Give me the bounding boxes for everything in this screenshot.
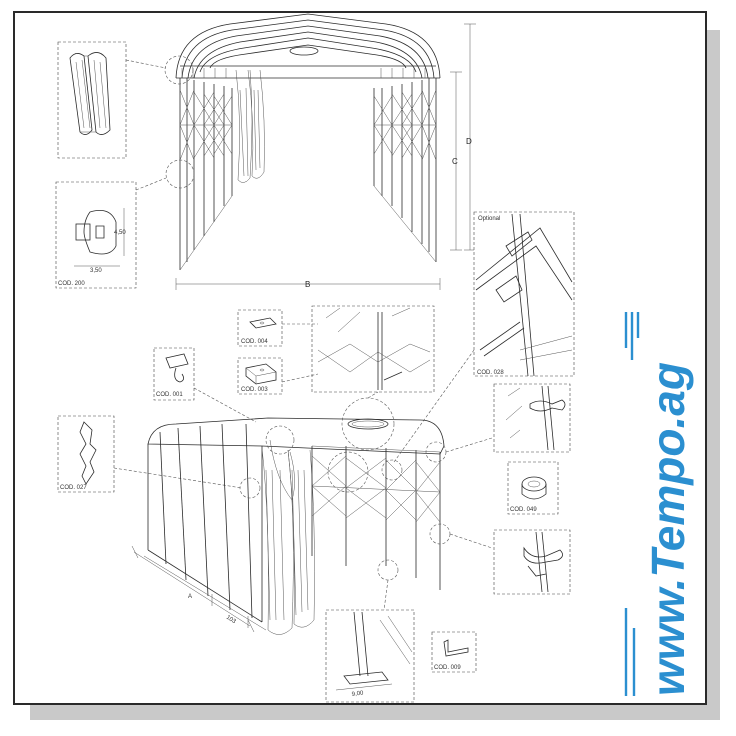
detail-cod-004: COD. 004: [237, 309, 283, 347]
optional-label: Optional: [478, 216, 500, 222]
callout-circle: [265, 425, 295, 455]
cod-027-label: COD. 027: [60, 485, 87, 491]
callout-circle: [341, 397, 395, 451]
cod-049-label: COD. 049: [510, 507, 537, 513]
detail-cod-003: COD. 003: [237, 357, 283, 395]
detail-cod-200: 4,50 3,50 COD. 200: [55, 181, 137, 289]
detail-cod-009: COD. 009: [431, 631, 477, 673]
callout-circle: [165, 159, 195, 189]
cod-009-label: COD. 009: [434, 665, 461, 671]
brand-logo: www.Tempo.ag: [624, 312, 694, 696]
dim-d-label: D: [466, 137, 472, 146]
cod-004-label: COD. 004: [241, 339, 268, 345]
dim-c-label: C: [452, 157, 458, 166]
module-width-label: 103: [225, 615, 237, 626]
cod-003-label: COD. 003: [241, 387, 268, 393]
dim-b-label: B: [305, 280, 310, 289]
callout-circle: [239, 477, 261, 499]
callout-circle: [381, 459, 403, 481]
profile-width-label: 3,50: [90, 268, 102, 274]
callout-circle: [164, 55, 194, 85]
detail-cod-028: Optional COD. 028: [473, 211, 575, 377]
detail-cod-027: COD. 027: [57, 415, 115, 493]
base-width-label: 9,00: [351, 690, 364, 698]
detail-profile-extrusion: [57, 41, 127, 159]
cod-200-label: COD. 200: [58, 281, 85, 287]
detail-cod-049: COD. 049: [507, 461, 559, 515]
detail-cod-001: COD. 001: [153, 347, 195, 401]
cod-028-label: COD. 028: [477, 370, 504, 376]
tunnel-front-view: B C D: [175, 13, 476, 290]
dim-a-label: A: [188, 594, 192, 600]
cod-001-label: COD. 001: [156, 392, 183, 398]
callout-circle: [377, 559, 399, 581]
tunnel-perspective-view: A 103: [131, 417, 445, 635]
callout-circle: [327, 451, 369, 493]
profile-height-label: 4,50: [114, 230, 126, 236]
detail-base-plate: 9,00: [325, 609, 415, 703]
detail-hook-upper: [493, 383, 571, 453]
brand-text: www.Tempo.ag: [642, 362, 694, 696]
detail-scissor-joint: [311, 305, 435, 393]
detail-hook-lower: [493, 529, 571, 595]
